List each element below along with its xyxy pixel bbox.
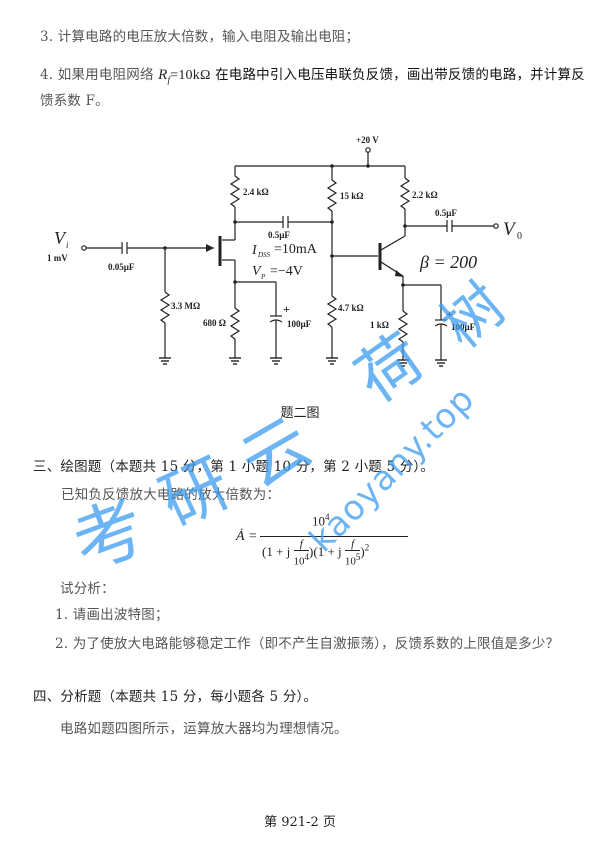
fraction-bar (260, 536, 408, 537)
svg-text:V: V (252, 264, 262, 279)
svg-text:2.4 kΩ: 2.4 kΩ (243, 187, 269, 197)
svg-text:680 Ω: 680 Ω (203, 318, 226, 328)
section-3-q2: 2. 为了使放大电路能够稳定工作（即不产生自激振荡），反馈系数的上限值是多少？ (55, 636, 560, 652)
rf-symbol: Rf (158, 67, 171, 85)
svg-text:0: 0 (517, 231, 522, 242)
section-3-heading: 三、绘图题（本题共 15 分，第 1 小题 10 分，第 2 小题 5 分）。 (33, 459, 435, 475)
item4-prefix: 4. 如果用电阻网络 (40, 67, 154, 83)
svg-text:+: + (446, 307, 453, 321)
circuit-diagram: +20 V 2.4 kΩ 15 kΩ 2.2 kΩ 0.5µF 0.5µF V … (47, 135, 522, 367)
section-3-intro: 已知负反馈放大电路的放大倍数为： (61, 487, 281, 503)
figure-caption: 题二图 (280, 406, 320, 421)
formula-lhs: Ȧ = (236, 529, 258, 544)
formula-denominator: (1 + j f 104 )(1 + j f 105 )2 (262, 538, 370, 568)
svg-text:15 kΩ: 15 kΩ (340, 191, 363, 201)
svg-text:100µF: 100µF (287, 319, 312, 329)
transfer-function-formula: Ȧ = 104 (1 + j f 104 )(1 + j f 105 )2 (228, 512, 428, 572)
svg-text:=10mA: =10mA (274, 242, 318, 257)
svg-text:1 mV: 1 mV (47, 253, 68, 263)
svg-text:100µF: 100µF (451, 322, 476, 332)
question-2-item-3: 3. 计算电路的电压放大倍数，输入电阻及输出电阻； (40, 29, 360, 45)
rf-value: =10kΩ (170, 68, 211, 83)
svg-text:V: V (54, 228, 67, 248)
item4-suffix: 在电路中引入电压串联负反馈，画出带反馈的电路，并计算反 (215, 67, 585, 83)
svg-text:0.05µF: 0.05µF (108, 262, 135, 272)
svg-text:1 kΩ: 1 kΩ (370, 320, 389, 330)
svg-text:0.5µF: 0.5µF (268, 230, 290, 240)
section-3-q1: 1. 请画出波特图； (55, 607, 169, 623)
svg-text:4.7 kΩ: 4.7 kΩ (338, 303, 364, 313)
svg-text:=−4V: =−4V (270, 264, 303, 279)
svg-text:+20 V: +20 V (356, 135, 379, 145)
svg-text:3.3 MΩ: 3.3 MΩ (171, 301, 200, 311)
question-2-item-4-cont: 馈系数 F。 (40, 93, 109, 109)
section-4-heading: 四、分析题（本题共 15 分，每小题各 5 分）。 (33, 689, 318, 705)
ground-icon (159, 357, 171, 365)
svg-text:i: i (66, 240, 69, 250)
question-2-item-4: 4. 如果用电阻网络 Rf=10kΩ 在电路中引入电压串联负反馈，画出带反馈的电… (40, 63, 585, 85)
svg-text:V: V (503, 219, 517, 240)
svg-text:+: + (283, 302, 290, 316)
svg-text:DSS: DSS (257, 251, 271, 259)
svg-text:2.2 kΩ: 2.2 kΩ (412, 190, 438, 200)
analyze-label: 试分析： (60, 581, 115, 597)
formula-numerator: 104 (312, 512, 330, 529)
svg-text:I: I (251, 243, 258, 258)
svg-text:P: P (260, 273, 266, 281)
section-4-intro: 电路如题四图所示，运算放大器均为理想情况。 (60, 721, 348, 737)
svg-text:0.5µF: 0.5µF (435, 208, 457, 218)
page-number: 第 921-2 页 (264, 815, 336, 830)
svg-text:β = 200: β = 200 (419, 252, 477, 272)
